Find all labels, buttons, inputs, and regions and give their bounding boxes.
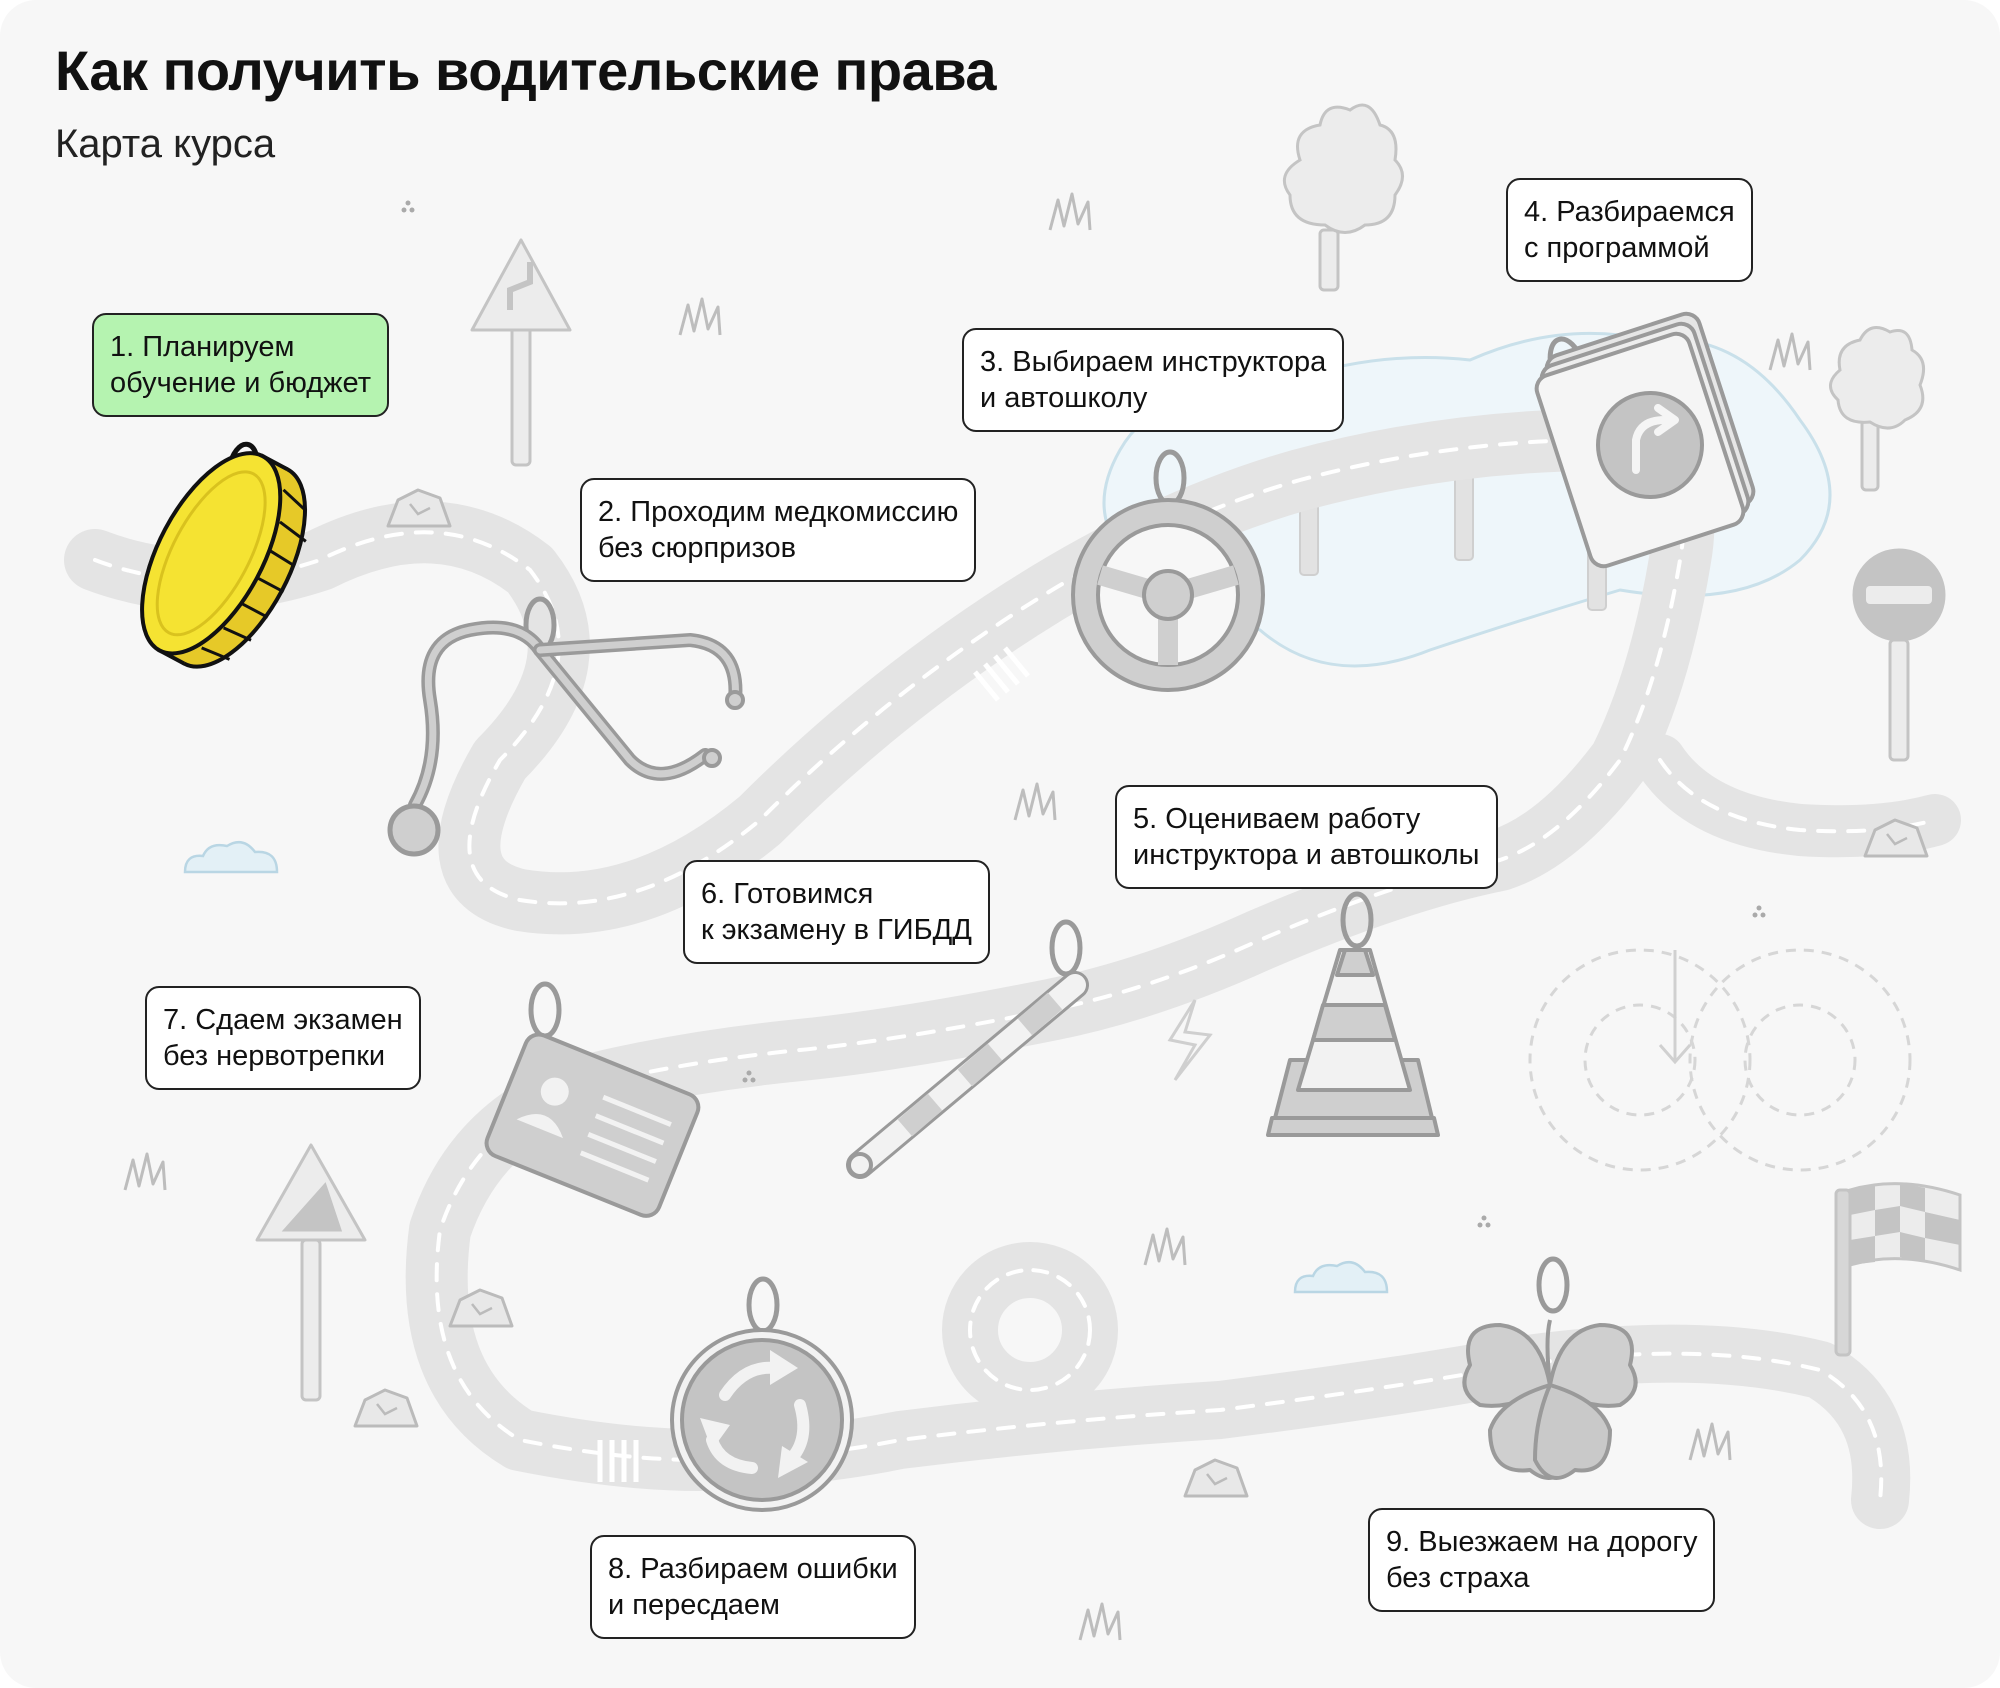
step-3-label: 3. Выбираем инструктора и автошколу — [962, 328, 1345, 432]
step-3-line2: и автошколу — [980, 382, 1148, 414]
page-title: Как получить водительские права — [55, 39, 997, 102]
step-5-line2: инструктора и автошколы — [1133, 839, 1480, 871]
step-2-line1: 2. Проходим медкомиссию — [598, 496, 959, 528]
rock-icon — [353, 1388, 419, 1428]
step-5-line1: 5. Оцениваем работу — [1133, 803, 1421, 835]
finish-flag — [1834, 1182, 1962, 1357]
grass-icon — [1688, 1422, 1732, 1462]
step-9-line1: 9. Выезжаем на дорогу — [1386, 1526, 1698, 1558]
roundabout-marking — [1528, 948, 1912, 1172]
tree-right — [1829, 326, 1926, 492]
step-1-label: 1. Планируем обучение и бюджет — [92, 313, 389, 417]
step-6-line2: к экзамену в ГИБДД — [701, 914, 972, 946]
tree-left — [1282, 103, 1404, 292]
steering-wheel-icon — [1071, 449, 1265, 692]
clover-icon — [1462, 1256, 1638, 1480]
step-6-label: 6. Готовимся к экзамену в ГИБДД — [683, 860, 990, 964]
dots-decoration — [401, 200, 415, 213]
falling-rocks-sign — [255, 1143, 367, 1402]
stethoscope-icon — [387, 596, 745, 857]
page-subtitle: Карта курса — [55, 122, 276, 166]
rock-icon — [386, 488, 452, 528]
step-3-line1: 3. Выбираем инструктора — [980, 346, 1327, 378]
step-8-line2: и пересдаем — [608, 1589, 780, 1621]
dots-decoration — [1752, 905, 1766, 918]
roundabout-sign-icon — [670, 1276, 854, 1512]
coin-icon — [140, 441, 308, 669]
cloud-icon — [1293, 1260, 1389, 1294]
dots-decoration — [1477, 1215, 1491, 1228]
step-9-line2: без страха — [1386, 1562, 1530, 1594]
step-7-line2: без нервотрепки — [163, 1040, 386, 1072]
no-entry-sign — [1852, 548, 1946, 762]
step-4-line2: с программой — [1524, 232, 1710, 264]
grass-icon — [1013, 782, 1057, 822]
grass-icon — [678, 297, 722, 337]
step-1-line1: 1. Планируем — [110, 331, 295, 363]
curve-sign — [470, 238, 572, 467]
grass-icon — [123, 1152, 167, 1192]
grass-icon — [1048, 192, 1092, 232]
cards-icon — [1534, 311, 1756, 569]
step-2-label: 2. Проходим медкомиссию без сюрпризов — [580, 478, 977, 582]
cloud-icon — [183, 840, 279, 874]
grass-icon — [1078, 1602, 1122, 1642]
grass-icon — [1768, 332, 1812, 372]
police-baton-icon — [846, 919, 1089, 1179]
rock-icon — [1183, 1458, 1249, 1498]
step-1-line2: обучение и бюджет — [110, 367, 371, 399]
crosswalk — [597, 646, 1030, 1482]
step-6-line1: 6. Готовимся — [701, 878, 874, 910]
step-7-label: 7. Сдаем экзамен без нервотрепки — [145, 986, 421, 1090]
step-9-label: 9. Выезжаем на дорогу без страха — [1368, 1508, 1716, 1612]
step-4-line1: 4. Разбираемся — [1524, 196, 1735, 228]
grass-icon — [1143, 1227, 1187, 1267]
step-7-line1: 7. Сдаем экзамен — [163, 1004, 403, 1036]
step-8-label: 8. Разбираем ошибки и пересдаем — [590, 1535, 916, 1639]
step-5-label: 5. Оцениваем работу инструктора и автошк… — [1115, 785, 1498, 889]
step-2-line2: без сюрпризов — [598, 532, 797, 564]
license-card-icon — [484, 981, 701, 1218]
traffic-cone-icon — [1266, 891, 1440, 1137]
step-4-label: 4. Разбираемся с программой — [1506, 178, 1753, 282]
road — [64, 409, 1961, 1529]
step-8-line1: 8. Разбираем ошибки — [608, 1553, 898, 1585]
